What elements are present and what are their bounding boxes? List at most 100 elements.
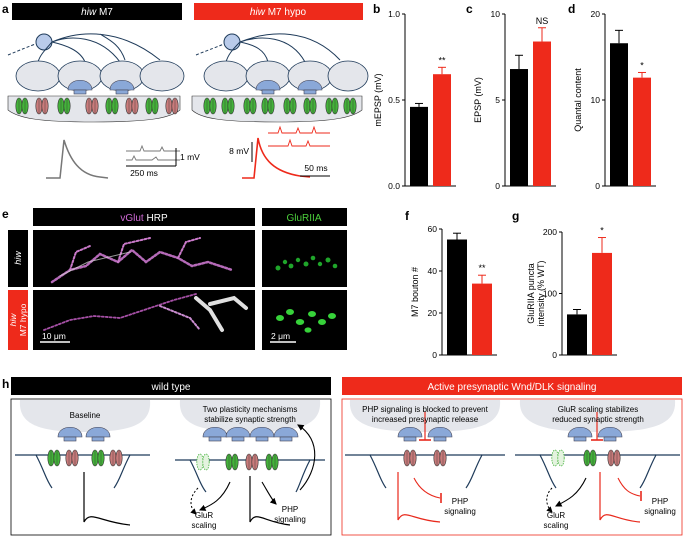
glur-scaling-line1: GluR scaling stabilizes	[558, 405, 638, 414]
header-gluriia	[262, 208, 347, 226]
chart-d-bar-1	[610, 43, 628, 186]
chart-g-tick-label: 0	[552, 350, 557, 360]
wt-php-label: PHP	[282, 505, 298, 514]
header-wild-type-text: wild type	[151, 382, 191, 393]
chart-f-significance: **	[478, 263, 486, 273]
php-block-line2: increased presynaptic release	[372, 415, 479, 424]
chart-c-bar-2	[533, 41, 551, 186]
chart-f-bar-2	[472, 283, 492, 355]
chart-c-tick-label: 5	[495, 95, 500, 105]
panel-letter-f: f	[405, 209, 410, 223]
chart-f-tick-label: 60	[428, 224, 438, 234]
image-hiw-vglut-hrp-signal	[50, 237, 234, 284]
scale-1mv: 1 mV	[180, 152, 200, 162]
chart-g-significance: *	[600, 226, 604, 236]
image-hypo-vglut-hrp	[33, 290, 255, 350]
chart-g-tick-label: 200	[543, 227, 557, 237]
scale-2um: 2 μm	[271, 331, 290, 341]
row-label-hiw	[8, 230, 28, 287]
header-hiw-m7-hypo	[194, 3, 363, 20]
panel-letter-a: a	[2, 2, 9, 16]
panel-letter-h: h	[2, 377, 9, 391]
wt-plasticity-synapse	[175, 400, 325, 526]
active-php-blocked-synapse	[345, 400, 505, 523]
chart-g-bar-2	[592, 252, 612, 355]
chart-b-bar-2	[433, 74, 451, 186]
active-glur-scaling-synapse	[515, 400, 680, 523]
two-mech-line1: Two plasticity mechanisms	[203, 405, 298, 414]
wt-baseline-synapse	[15, 400, 151, 526]
header-hiw-m7	[12, 3, 182, 20]
glur-scaling-line2: reduced synaptic strength	[552, 415, 644, 424]
active-glur-label: GluR	[547, 511, 565, 520]
chart-f-bar-1	[447, 239, 467, 355]
active-signaling-label-1: signaling	[444, 507, 476, 516]
header-hiw-m7-text: hiw M7	[81, 7, 113, 18]
chart-g-bar-1	[567, 314, 587, 355]
chart-g-tick-label: 100	[543, 289, 557, 299]
image-hypo-vglut-hrp-signal	[43, 293, 248, 332]
scale-8mv: 8 mV	[229, 146, 249, 156]
image-hiw-gluriia-signal	[275, 255, 338, 271]
row-label-m7-hypo-text: M7 hypo	[18, 303, 28, 336]
image-hypo-gluriia-signal	[276, 309, 336, 333]
wt-glur-label: GluR	[195, 511, 213, 520]
panel-letter-g: g	[512, 209, 519, 223]
wt-scaling-label: scaling	[192, 521, 217, 530]
scale-50ms: 50 ms	[304, 163, 327, 173]
header-hiw-m7-hypo-text: hiw M7 hypo	[250, 7, 307, 18]
row-label-hiw-text: hiw	[13, 251, 23, 265]
chart-g-y-label: GluRIIA punctaintensity (% WT)	[526, 260, 546, 326]
chart-b-tick-label: 0.5	[388, 95, 400, 105]
scale-10um: 10 μm	[42, 331, 66, 341]
chart-c-bar-1	[510, 69, 528, 186]
two-mech-line2: stabilize synaptic strength	[204, 415, 296, 424]
chart-c-tick-label: 10	[491, 9, 501, 19]
chart-b-tick-label: 0.0	[388, 181, 400, 191]
header-gluriia-text: GluRIIA	[286, 213, 321, 224]
php-block-line1: PHP signaling is blocked to prevent	[362, 405, 488, 414]
chart-b-y-label: mEPSP (mV)	[373, 73, 383, 126]
neuron-schematic-hypo	[191, 33, 369, 123]
header-active-wnd	[342, 377, 682, 395]
chart-f-tick-label: 0	[432, 350, 437, 360]
scale-250ms: 250 ms	[130, 168, 158, 178]
chart-d-y-label: Quantal content	[573, 68, 583, 132]
active-php-label-2: PHP	[652, 497, 668, 506]
header-vglut-hrp	[33, 208, 255, 226]
active-php-label-1: PHP	[452, 497, 468, 506]
chart-d-bar-2	[633, 77, 651, 186]
baseline-label: Baseline	[70, 411, 101, 420]
panel-letter-e: e	[2, 207, 9, 221]
chart-d-tick-label: 0	[595, 181, 600, 191]
active-signaling-label-2: signaling	[644, 507, 676, 516]
chart-b-bar-1	[410, 106, 428, 186]
header-wild-type	[11, 377, 331, 395]
image-hypo-gluriia	[262, 290, 347, 350]
header-active-wnd-text: Active presynaptic Wnd/DLK signaling	[428, 382, 597, 393]
panel-letter-d: d	[568, 2, 575, 16]
epsp-traces-hypo	[242, 125, 330, 179]
chart-c-y-label: EPSP (mV)	[473, 77, 483, 123]
active-scaling-label: scaling	[544, 521, 569, 530]
chart-d-tick-label: 20	[591, 9, 601, 19]
chart-d-significance: *	[640, 60, 644, 70]
neuron-schematic-wt	[7, 33, 185, 123]
panel-letter-b: b	[373, 2, 380, 16]
chart-c-significance: NS	[536, 16, 549, 26]
chart-b-tick-label: 1.0	[388, 9, 400, 19]
chart-b-significance: **	[438, 55, 446, 65]
chart-f-y-label: M7 bouton #	[410, 267, 420, 317]
chart-f-tick-label: 20	[428, 308, 438, 318]
chart-c-tick-label: 0	[495, 181, 500, 191]
wt-signaling-label: signaling	[274, 515, 306, 524]
chart-f-tick-label: 40	[428, 266, 438, 276]
row-label-hiw-m7-hypo	[8, 290, 28, 350]
epsp-traces-wt	[46, 139, 180, 179]
chart-d-tick-label: 10	[591, 95, 601, 105]
panel-letter-c: c	[466, 2, 473, 16]
image-hiw-gluriia	[262, 230, 347, 287]
row-label-hiw-text-2: hiw	[8, 313, 18, 327]
